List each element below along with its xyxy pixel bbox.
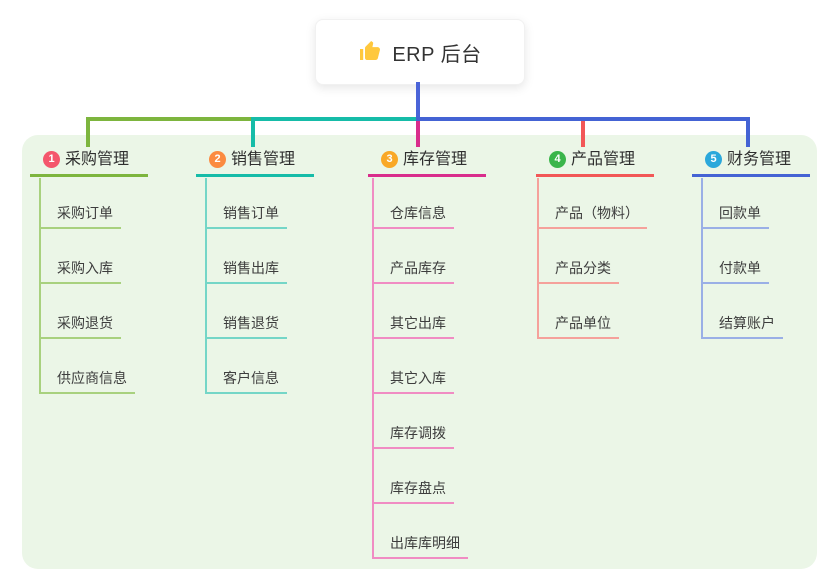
mindmap-child-node[interactable]: 采购订单 [39, 204, 121, 229]
root-connector-line [416, 82, 420, 121]
mindmap-child-node[interactable]: 销售退货 [205, 314, 287, 339]
branch-4-underline [536, 174, 654, 177]
mindmap-child-node[interactable]: 采购退货 [39, 314, 121, 339]
mindmap-child-node[interactable]: 付款单 [701, 259, 769, 284]
branch-1-underline [30, 174, 148, 177]
mindmap-child-node[interactable]: 销售订单 [205, 204, 287, 229]
mindmap-child-node[interactable]: 库存调拨 [372, 424, 454, 449]
branch-5-children-spine [701, 178, 703, 339]
mindmap-child-node[interactable]: 其它入库 [372, 369, 454, 394]
branch-4-drop-line [581, 117, 585, 147]
branch-2-number-badge: 2 [209, 151, 226, 168]
branch-2-underline [196, 174, 314, 177]
branch-1-children-spine [39, 178, 41, 394]
branch-1-drop-line [86, 117, 90, 147]
branch-2-title[interactable]: 销售管理 [231, 151, 296, 168]
mindmap-child-node[interactable]: 出库库明细 [372, 534, 468, 559]
root-node[interactable]: ERP 后台 [315, 19, 525, 85]
branch-2-drop-line [251, 117, 255, 147]
branch-3-number-badge: 3 [381, 151, 398, 168]
mindmap-child-node[interactable]: 结算账户 [701, 314, 783, 339]
root-node-label: ERP 后台 [392, 43, 482, 66]
mindmap-child-node[interactable]: 其它出库 [372, 314, 454, 339]
mindmap-child-node[interactable]: 供应商信息 [39, 369, 135, 394]
mindmap-child-node[interactable]: 采购入库 [39, 259, 121, 284]
mindmap-child-node[interactable]: 产品单位 [537, 314, 619, 339]
branch-2-children-spine [205, 178, 207, 394]
mindmap-child-node[interactable]: 产品分类 [537, 259, 619, 284]
branch-1-title[interactable]: 采购管理 [65, 151, 130, 168]
bus-segment-middle [251, 117, 420, 121]
mindmap-child-node[interactable]: 仓库信息 [372, 204, 454, 229]
branch-3-children-spine [372, 178, 374, 559]
branch-4-number-badge: 4 [549, 151, 566, 168]
mindmap-panel-background [22, 135, 817, 569]
branch-4-title[interactable]: 产品管理 [571, 151, 636, 168]
mindmap-child-node[interactable]: 产品库存 [372, 259, 454, 284]
branch-3-title[interactable]: 库存管理 [403, 151, 468, 168]
branch-5-number-badge: 5 [705, 151, 722, 168]
bus-segment-left [86, 117, 255, 121]
thumbs-up-icon [358, 40, 382, 64]
branch-4-children-spine [537, 178, 539, 339]
mindmap-child-node[interactable]: 销售出库 [205, 259, 287, 284]
branch-5-title[interactable]: 财务管理 [727, 151, 792, 168]
branch-5-underline [692, 174, 810, 177]
branch-1-number-badge: 1 [43, 151, 60, 168]
branch-5-drop-line [746, 117, 750, 147]
bus-segment-right [416, 117, 750, 121]
mindmap-child-node[interactable]: 客户信息 [205, 369, 287, 394]
mindmap-child-node[interactable]: 产品（物料） [537, 204, 647, 229]
branch-3-underline [368, 174, 486, 177]
mindmap-child-node[interactable]: 库存盘点 [372, 479, 454, 504]
branch-3-drop-line [416, 117, 420, 147]
mindmap-child-node[interactable]: 回款单 [701, 204, 769, 229]
